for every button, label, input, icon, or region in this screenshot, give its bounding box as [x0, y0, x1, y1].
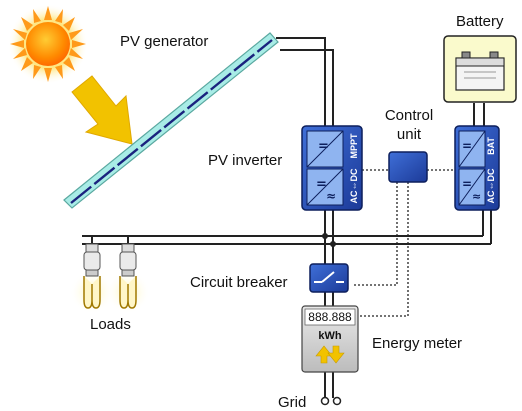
pv-inverter-tag-top: MPPT: [349, 133, 359, 159]
battery-icon: [455, 51, 505, 91]
battery-inverter-unit: = = ≈ BAT AC⇔DC: [454, 125, 500, 211]
battery-inverter-tag-bottom: AC⇔DC: [486, 168, 496, 203]
pv-inverter-label: PV inverter: [208, 152, 283, 169]
meter-reading: 888.888: [308, 310, 352, 324]
battery-inverter-tag-top: BAT: [486, 137, 496, 155]
energy-meter: [301, 305, 359, 373]
sun-icon: [8, 4, 88, 84]
dc-symbol-icon: =: [462, 139, 472, 153]
control-lines: [353, 169, 455, 317]
ac-symbol-icon: ≈: [472, 190, 481, 203]
dc-symbol-icon: =: [318, 139, 329, 154]
energy-meter-label: Energy meter: [372, 335, 463, 352]
import-export-arrows-icon: [315, 345, 345, 364]
pv-generator-label: PV generator: [120, 33, 209, 50]
control-unit-box: [388, 151, 428, 183]
bulb-icon: [70, 243, 114, 312]
circuit-breaker: [309, 263, 349, 293]
dc-symbol-icon: =: [316, 177, 327, 192]
loads-label: Loads: [90, 316, 131, 333]
switch-icon: [314, 271, 344, 283]
pv-panel: [63, 32, 279, 209]
meter-unit: kWh: [318, 330, 342, 342]
battery-label: Battery: [456, 13, 504, 30]
bulb-icon: [106, 243, 150, 312]
battery-box: [443, 35, 517, 103]
ac-symbol-icon: ≈: [326, 189, 336, 203]
junction-dots: [322, 233, 336, 247]
circuit-breaker-label: Circuit breaker: [190, 274, 288, 291]
grid-terminals-icon: [320, 396, 342, 406]
pv-inverter-unit: = = ≈ MPPT AC⇔DC: [301, 125, 363, 211]
control-unit-label: Control unit: [384, 107, 434, 143]
wiring: [82, 37, 492, 398]
sunlight-arrow: [71, 75, 133, 145]
dc-symbol-icon: =: [462, 177, 472, 191]
pv-inverter-tag-bottom: AC⇔DC: [349, 168, 359, 203]
grid-label: Grid: [278, 394, 307, 411]
